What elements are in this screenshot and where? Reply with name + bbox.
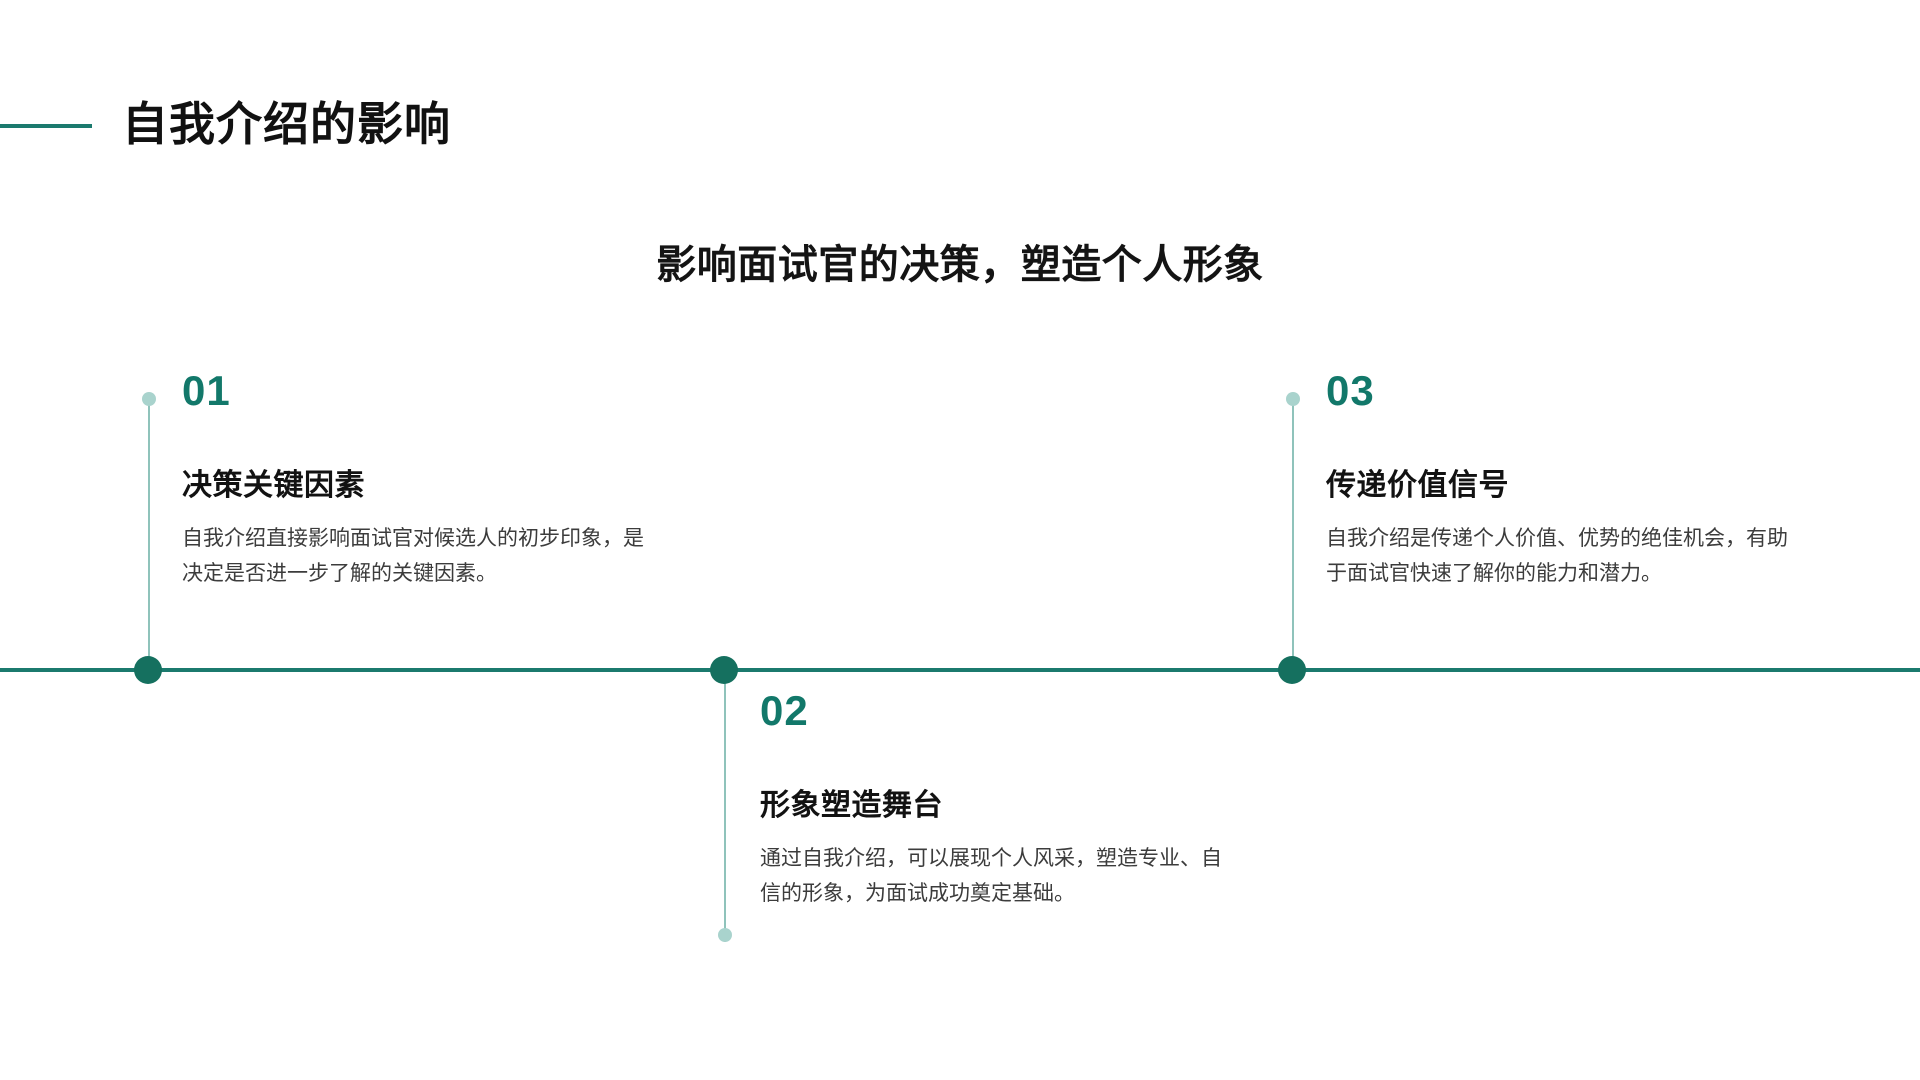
slide-subtitle: 影响面试官的决策，塑造个人形象 [656,243,1264,287]
timeline-node-01 [134,656,162,684]
timeline-item-body: 自我介绍直接影响面试官对候选人的初步印象，是决定是否进一步了解的关键因素。 [182,527,644,585]
timeline-node-02 [710,656,738,684]
timeline-node-03 [1278,656,1306,684]
slide-header: 自我介绍的影响 [0,88,1920,158]
timeline-axis [0,668,1920,672]
timeline-connector-cap-03 [1286,392,1300,406]
timeline-item-number: 03 [1326,367,1375,414]
timeline-item-number: 01 [182,367,231,414]
timeline-connector-cap-02 [718,928,732,942]
timeline-item-heading: 传递价值信号 [1326,469,1509,502]
timeline-item-02: 02 形象塑造舞台 通过自我介绍，可以展现个人风采，塑造专业、自信的形象，为面试… [760,690,1230,911]
timeline-item-03: 03 传递价值信号 自我介绍是传递个人价值、优势的绝佳机会，有助于面试官快速了解… [1326,370,1796,591]
timeline-item-body: 通过自我介绍，可以展现个人风采，塑造专业、自信的形象，为面试成功奠定基础。 [760,847,1222,905]
title-accent-rule [0,124,92,128]
timeline-item-heading: 形象塑造舞台 [760,789,943,822]
timeline-connector-02 [724,668,726,942]
page-title: 自我介绍的影响 [122,98,451,150]
timeline-connector-cap-01 [142,392,156,406]
timeline-connector-01 [148,398,150,670]
timeline-item-01: 01 决策关键因素 自我介绍直接影响面试官对候选人的初步印象，是决定是否进一步了… [182,370,652,591]
timeline-item-number: 02 [760,687,809,734]
timeline-connector-03 [1292,398,1294,670]
timeline-item-body: 自我介绍是传递个人价值、优势的绝佳机会，有助于面试官快速了解你的能力和潜力。 [1326,527,1788,585]
timeline-item-heading: 决策关键因素 [182,469,365,502]
